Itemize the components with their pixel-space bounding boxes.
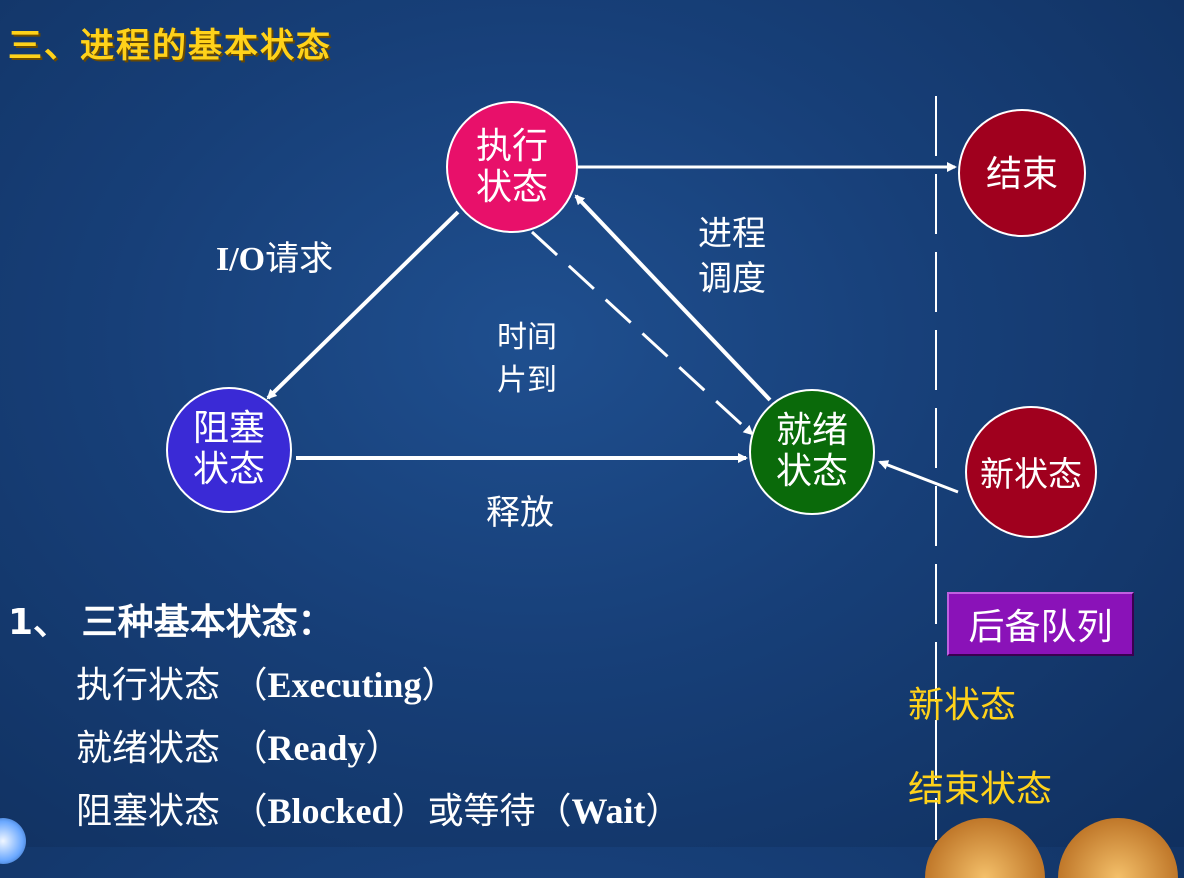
list-item-blocked: 阻塞状态 （Blocked）或等待（Wait）	[76, 791, 682, 832]
edge-schedule	[574, 194, 772, 402]
slide-title: 三、进程的基本状态	[8, 26, 332, 66]
svg-text:就绪: 就绪	[776, 410, 848, 451]
svg-text:执行: 执行	[476, 126, 548, 167]
node-executing: 执行 状态	[446, 101, 578, 233]
list-item-executing: 执行状态 （Executing）	[76, 665, 458, 706]
label-release: 释放	[486, 493, 554, 533]
node-new: 新状态	[965, 406, 1097, 538]
side-end-state: 结束状态	[908, 769, 1053, 810]
svg-text:新状态: 新状态	[980, 455, 1082, 495]
edge-new-to-ready	[878, 460, 959, 494]
list-heading: 1、 三种基本状态：	[8, 602, 334, 643]
label-schedule-1: 进程	[698, 214, 766, 254]
backup-queue-badge: 后备队列	[947, 592, 1134, 656]
edge-io-request	[266, 210, 460, 400]
node-ready: 就绪 状态	[749, 389, 875, 515]
svg-text:结束: 结束	[986, 154, 1058, 195]
label-timeslice-2: 片到	[497, 363, 557, 398]
node-end: 结束	[958, 109, 1086, 237]
basic-states-list: 1、 三种基本状态： 执行状态 （Executing） 就绪状态 （Ready）…	[8, 592, 682, 843]
svg-text:状态: 状态	[476, 167, 548, 208]
svg-text:阻塞: 阻塞	[193, 408, 265, 449]
label-io-request: I/O请求	[216, 239, 333, 279]
svg-text:状态: 状态	[776, 451, 848, 492]
svg-text:状态: 状态	[193, 449, 265, 490]
label-timeslice-1: 时间	[497, 320, 557, 355]
node-blocked: 阻塞 状态	[166, 387, 292, 513]
list-item-ready: 就绪状态 （Ready）	[76, 728, 402, 769]
process-state-diagram: 执行 状态 阻塞 状态 就绪 状态 结束 新状态 I/O请求 进程 调度 时间 …	[166, 101, 1097, 538]
label-schedule-2: 调度	[698, 259, 766, 299]
side-new-state: 新状态	[908, 685, 1017, 726]
